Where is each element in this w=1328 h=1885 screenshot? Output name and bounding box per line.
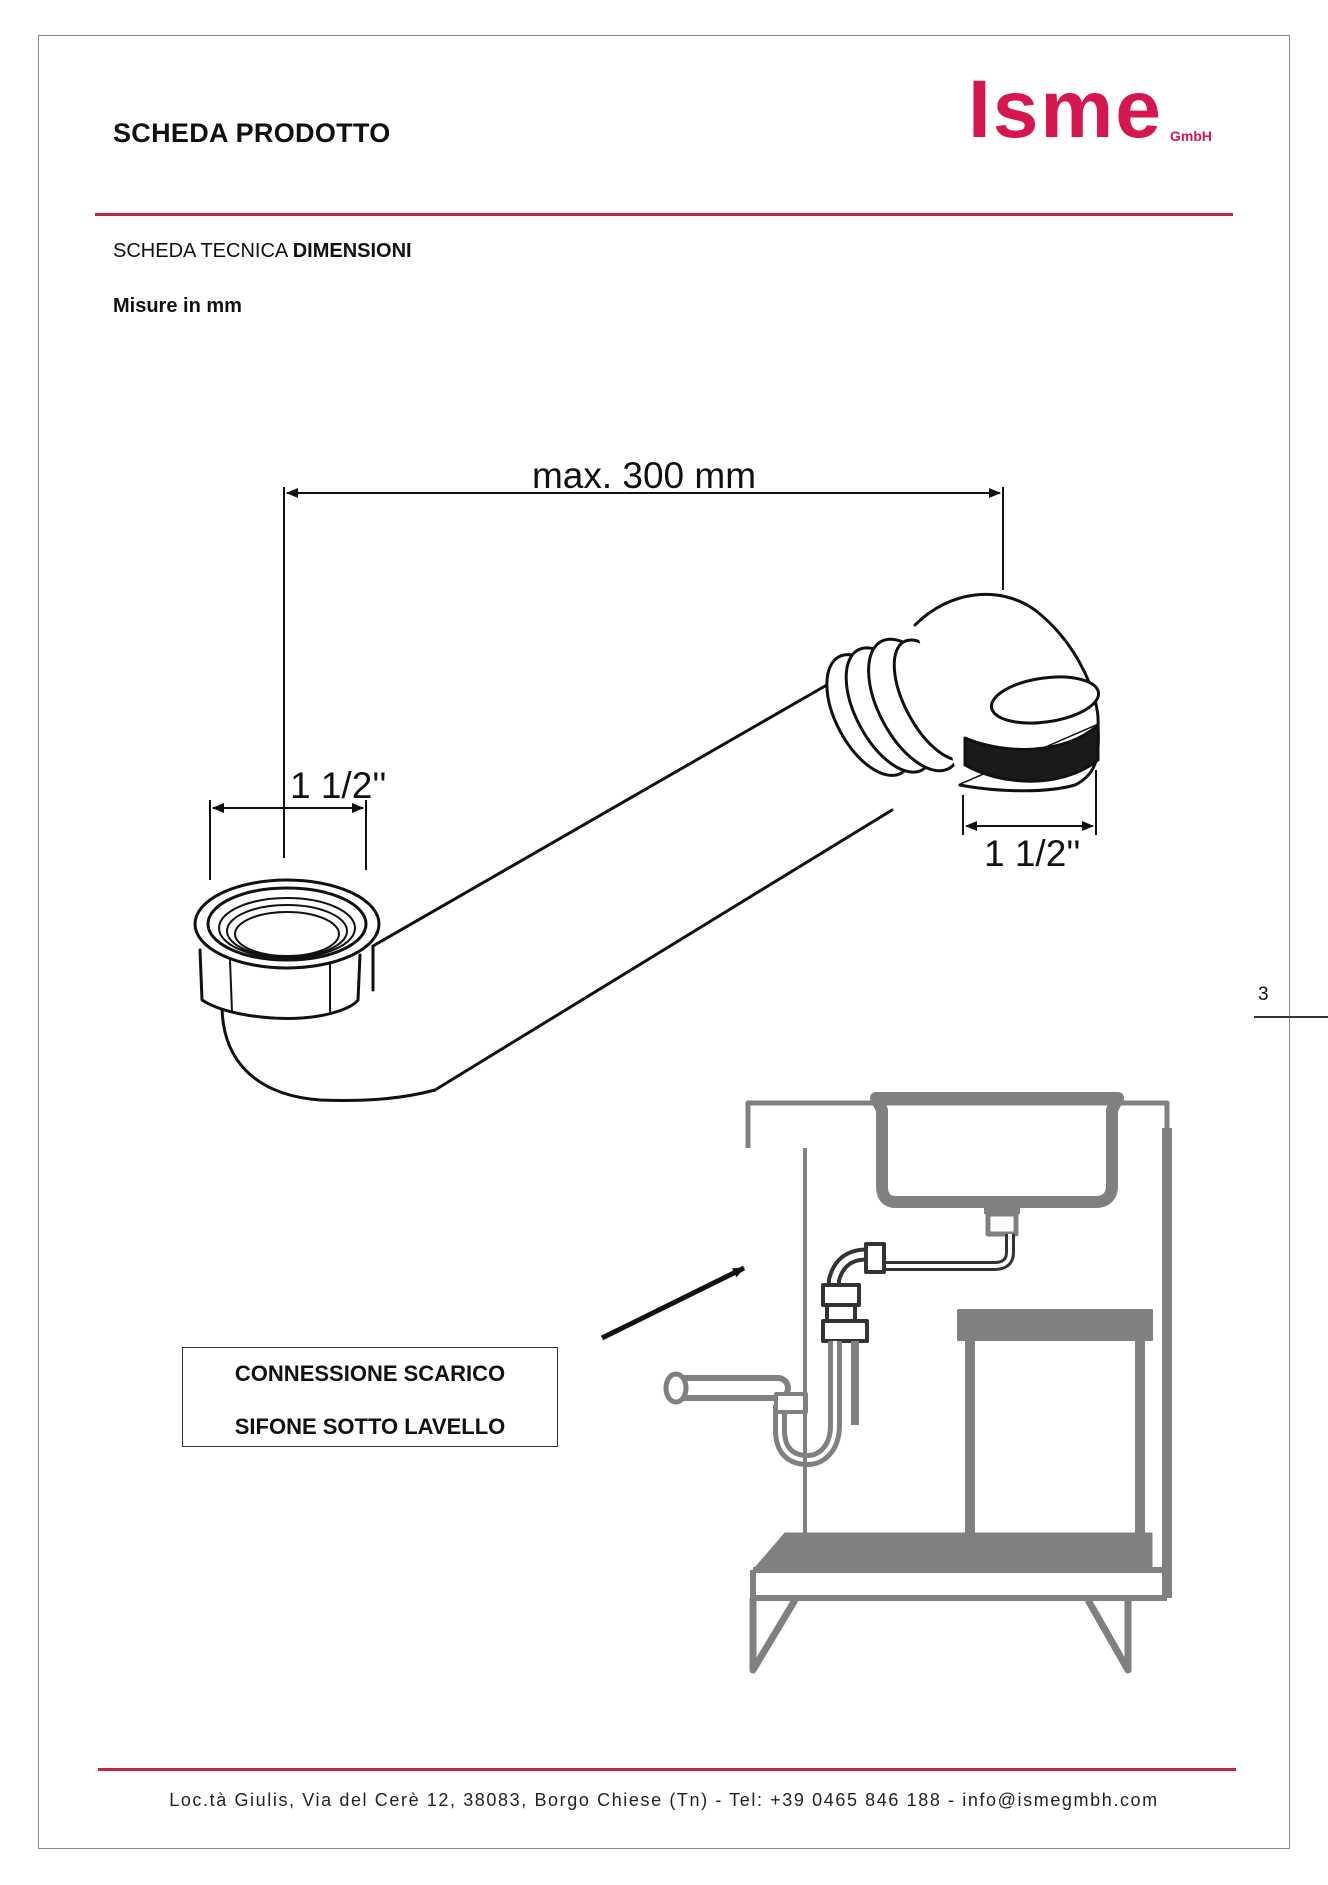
logo-wordmark: Isme (968, 64, 1163, 155)
pipe-drawing (193, 592, 1101, 1103)
page-border (38, 35, 1290, 1849)
outlet-thread (963, 723, 1100, 783)
pipe-body (371, 680, 894, 1092)
callout-line-2: SIFONE SOTTO LAVELLO (234, 1414, 506, 1439)
page-number: 3 (1258, 984, 1269, 1005)
cabinet-leg-left (749, 1598, 799, 1674)
max-length-label: max. 300 mm (532, 455, 756, 496)
cabinet-leg-right (1084, 1598, 1132, 1674)
page-title: SCHEDA PRODOTTO (113, 118, 391, 148)
countertop (745, 1100, 1170, 1148)
section-heading: SCHEDA TECNICA DIMENSIONI (113, 240, 412, 263)
waste-bin (965, 1340, 1145, 1552)
callout-line-1: CONNESSIONE SCARICO (234, 1361, 506, 1386)
drain-arm (884, 1234, 1015, 1271)
sink-cabinet-illustration (663, 1092, 1172, 1674)
units-note: Misure in mm (113, 295, 242, 317)
page-number-rule (1254, 1016, 1328, 1018)
brand-logo: Isme GmbH (968, 60, 1228, 160)
tailpiece-nut (985, 1211, 1019, 1237)
section-heading-prefix: SCHEDA TECNICA (113, 240, 288, 262)
header-divider (95, 213, 1233, 216)
bin-lid (957, 1309, 1153, 1341)
inlet-elbow (220, 1003, 437, 1103)
inlet-nut (198, 948, 362, 1020)
pointer-arrow (600, 1265, 746, 1341)
sink-bowl (870, 1092, 1124, 1208)
footer-divider (98, 1768, 1236, 1771)
outlet-size-label: 1 1/2'' (984, 833, 1080, 874)
callout-box: CONNESSIONE SCARICO SIFONE SOTTO LAVELLO (182, 1347, 558, 1447)
dimension-lines (209, 487, 1097, 880)
cabinet-base (750, 1570, 1167, 1601)
inlet-outer-rim (193, 878, 381, 970)
footer-address: Loc.tà Giulis, Via del Cerè 12, 38083, B… (169, 1790, 1159, 1810)
sink-drain (984, 1202, 1020, 1214)
cabinet-shelf (752, 1532, 1153, 1571)
connector-nut-upper (821, 1283, 861, 1307)
connector-nut-lower (821, 1319, 869, 1343)
inlet-size-label: 1 1/2'' (290, 765, 386, 806)
section-heading-emphasis: DIMENSIONI (292, 240, 412, 262)
logo-subtitle: GmbH (1170, 128, 1212, 144)
